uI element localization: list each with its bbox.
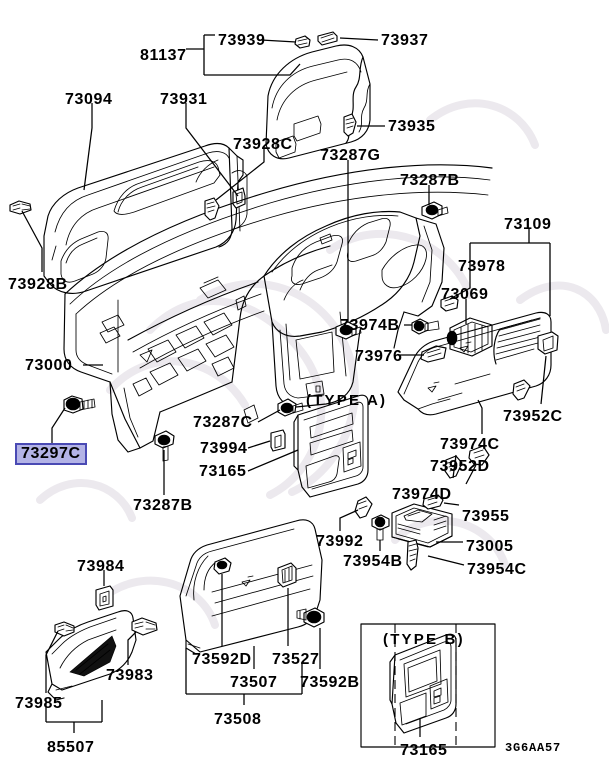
fastener-73983: [131, 617, 158, 636]
part-81137-passenger-airbag-pad: [265, 31, 371, 160]
part-73165-center-bezel-type-a: [293, 394, 369, 498]
part-number-label-81137: 81137: [140, 47, 187, 64]
part-number-label-73955: 73955: [462, 508, 510, 525]
part-number-label-73287B: 73287B: [400, 172, 460, 189]
part-number-label-73165: 73165: [400, 742, 448, 759]
clip-73978: [440, 295, 459, 312]
part-number-label-73287B: 73287B: [133, 497, 193, 514]
part-73000-instrument-panel: [63, 164, 493, 453]
part-number-label-73928B: 73928B: [8, 276, 68, 293]
fastener-73287B-lower: [154, 430, 175, 462]
part-number-label-73000: 73000: [25, 357, 73, 374]
clip-73527: [277, 562, 297, 588]
part-number-label-73992: 73992: [316, 533, 364, 550]
part-number-label-73939: 73939: [218, 32, 266, 49]
part-number-label-73976: 73976: [355, 348, 403, 365]
clip-73984: [95, 585, 114, 611]
part-73069-switch-unit: [446, 317, 493, 357]
part-number-label-73974D: 73974D: [392, 486, 452, 503]
fastener-73592B: [296, 607, 325, 628]
part-number-label-73592B: 73592B: [300, 674, 360, 691]
type-b-inset: [360, 623, 496, 748]
type-a-label: (TYPE A): [306, 392, 388, 409]
part-number-label-85507: 85507: [47, 739, 95, 756]
fastener-73287G: [335, 321, 362, 340]
fastener-73297C: [63, 395, 96, 414]
part-number-label-73935: 73935: [388, 118, 436, 135]
type-b-label: (TYPE B): [383, 631, 465, 648]
fastener-73954B: [371, 514, 390, 541]
diagram-code: 3G6AA57: [505, 741, 562, 755]
part-number-label-73165: 73165: [199, 463, 247, 480]
part-number-label-73005: 73005: [466, 538, 514, 555]
part-number-label-73287G: 73287G: [320, 147, 381, 164]
fastener-73287C: [277, 398, 304, 417]
part-number-label-73928C: 73928C: [233, 136, 293, 153]
part-number-label-73994: 73994: [200, 440, 248, 457]
clip-73592D: [213, 557, 232, 575]
part-number-label-73931: 73931: [160, 91, 208, 108]
part-number-label-73094: 73094: [65, 91, 113, 108]
part-number-label-73527: 73527: [272, 651, 320, 668]
part-73109-glove-liner: [397, 311, 552, 416]
part-number-label-73287C: 73287C: [193, 414, 253, 431]
part-number-label-73985: 73985: [15, 695, 63, 712]
part-73005-ashtray: [391, 503, 453, 548]
part-73094-meter-hood: [43, 142, 248, 294]
part-number-label-73954C: 73954C: [467, 561, 527, 578]
fastener-73287B-upper: [421, 201, 449, 220]
part-number-label-73954B: 73954B: [343, 553, 403, 570]
part-number-label-73952C: 73952C: [503, 408, 563, 425]
part-number-label-73984: 73984: [77, 558, 125, 575]
leader-lines: [21, 34, 551, 737]
fastener-73974C: [512, 379, 531, 401]
clip-73955: [422, 494, 444, 510]
part-number-label-73069: 73069: [441, 286, 489, 303]
fastener-73974B: [411, 318, 440, 335]
clip-73985: [54, 621, 75, 637]
part-number-label-73978: 73978: [458, 258, 506, 275]
clip-73976: [420, 345, 447, 363]
part-number-label-73508: 73508: [214, 711, 262, 728]
part-number-label-73297C-selected[interactable]: 73297C: [15, 443, 87, 465]
part-number-label-73592D: 73592D: [192, 651, 252, 668]
clip-73952C: [537, 331, 559, 355]
fastener-73928B: [9, 200, 32, 215]
part-number-label-73937: 73937: [381, 32, 429, 49]
clip-73994: [270, 429, 286, 452]
clip-73974D: [468, 445, 490, 466]
fastener-73954C: [406, 539, 419, 571]
part-number-label-73109: 73109: [504, 216, 552, 233]
part-number-label-73974C: 73974C: [440, 436, 500, 453]
part-number-label-73974B: 73974B: [340, 317, 400, 334]
part-number-label-73507: 73507: [230, 674, 278, 691]
part-number-label-73952D: 73952D: [430, 458, 490, 475]
part-number-label-73983: 73983: [106, 667, 154, 684]
fastener-73928C: [204, 197, 220, 221]
